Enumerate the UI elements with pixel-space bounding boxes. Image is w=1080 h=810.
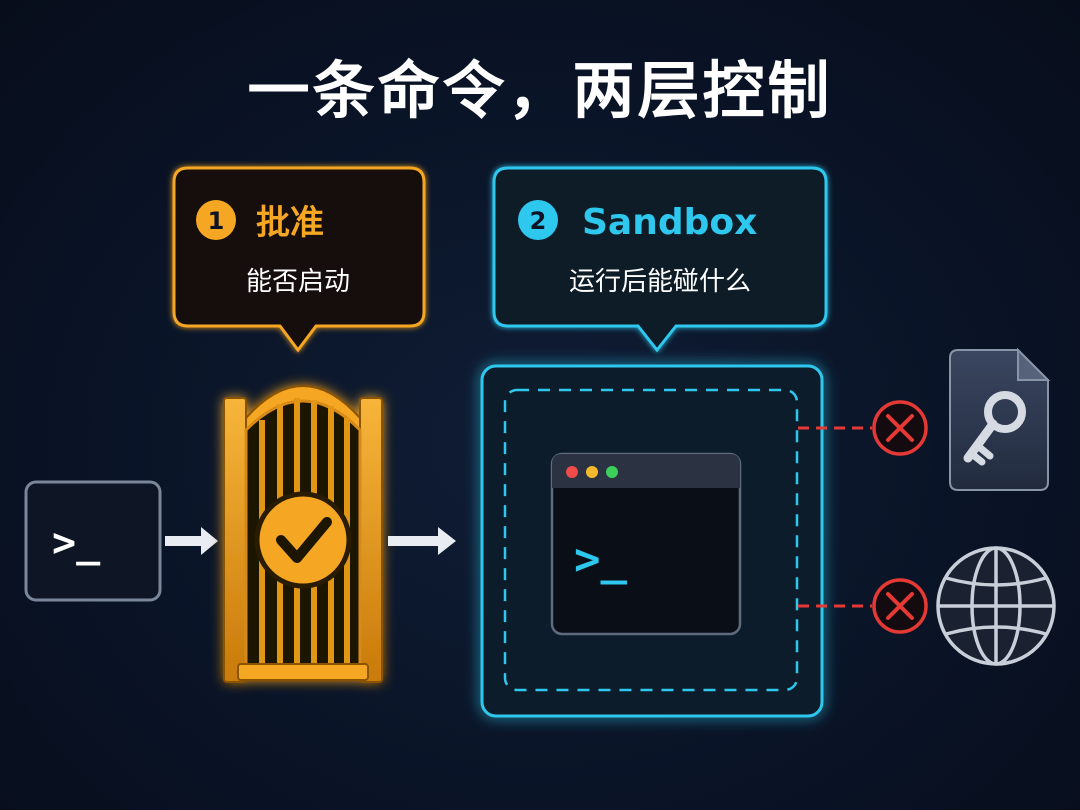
blocked-file-access <box>798 400 928 456</box>
sandbox-subtitle: 运行后能碰什么 <box>569 267 751 297</box>
approval-subtitle: 能否启动 <box>246 267 350 297</box>
gate-icon <box>223 385 383 683</box>
page-title: 一条命令，两层控制 <box>247 54 832 127</box>
approval-heading: 批准 <box>256 203 324 243</box>
arrow-to-sandbox <box>388 527 456 555</box>
arrow-to-gate <box>165 527 218 555</box>
step-one-badge <box>196 200 236 240</box>
window-maximize-dot <box>606 466 618 478</box>
window-close-dot <box>566 466 578 478</box>
step-two-badge <box>518 200 558 240</box>
window-minimize-dot <box>586 466 598 478</box>
approval-callout: 1 批准 能否启动 <box>172 166 426 353</box>
step-two-number: 2 <box>530 207 547 235</box>
checkmark-icon <box>254 491 352 589</box>
sandbox-terminal-window: >_ <box>550 452 742 636</box>
sandbox-callout: 2 Sandbox 运行后能碰什么 <box>492 166 828 353</box>
step-one-number: 1 <box>208 207 225 235</box>
sandbox-heading: Sandbox <box>582 202 757 243</box>
sandbox-terminal-prompt: >_ <box>574 534 627 585</box>
input-terminal: >_ <box>24 480 162 602</box>
blocked-network-access <box>798 578 928 634</box>
input-terminal-prompt: >_ <box>52 520 101 566</box>
globe-icon <box>936 546 1056 666</box>
key-file-icon <box>949 347 1051 491</box>
